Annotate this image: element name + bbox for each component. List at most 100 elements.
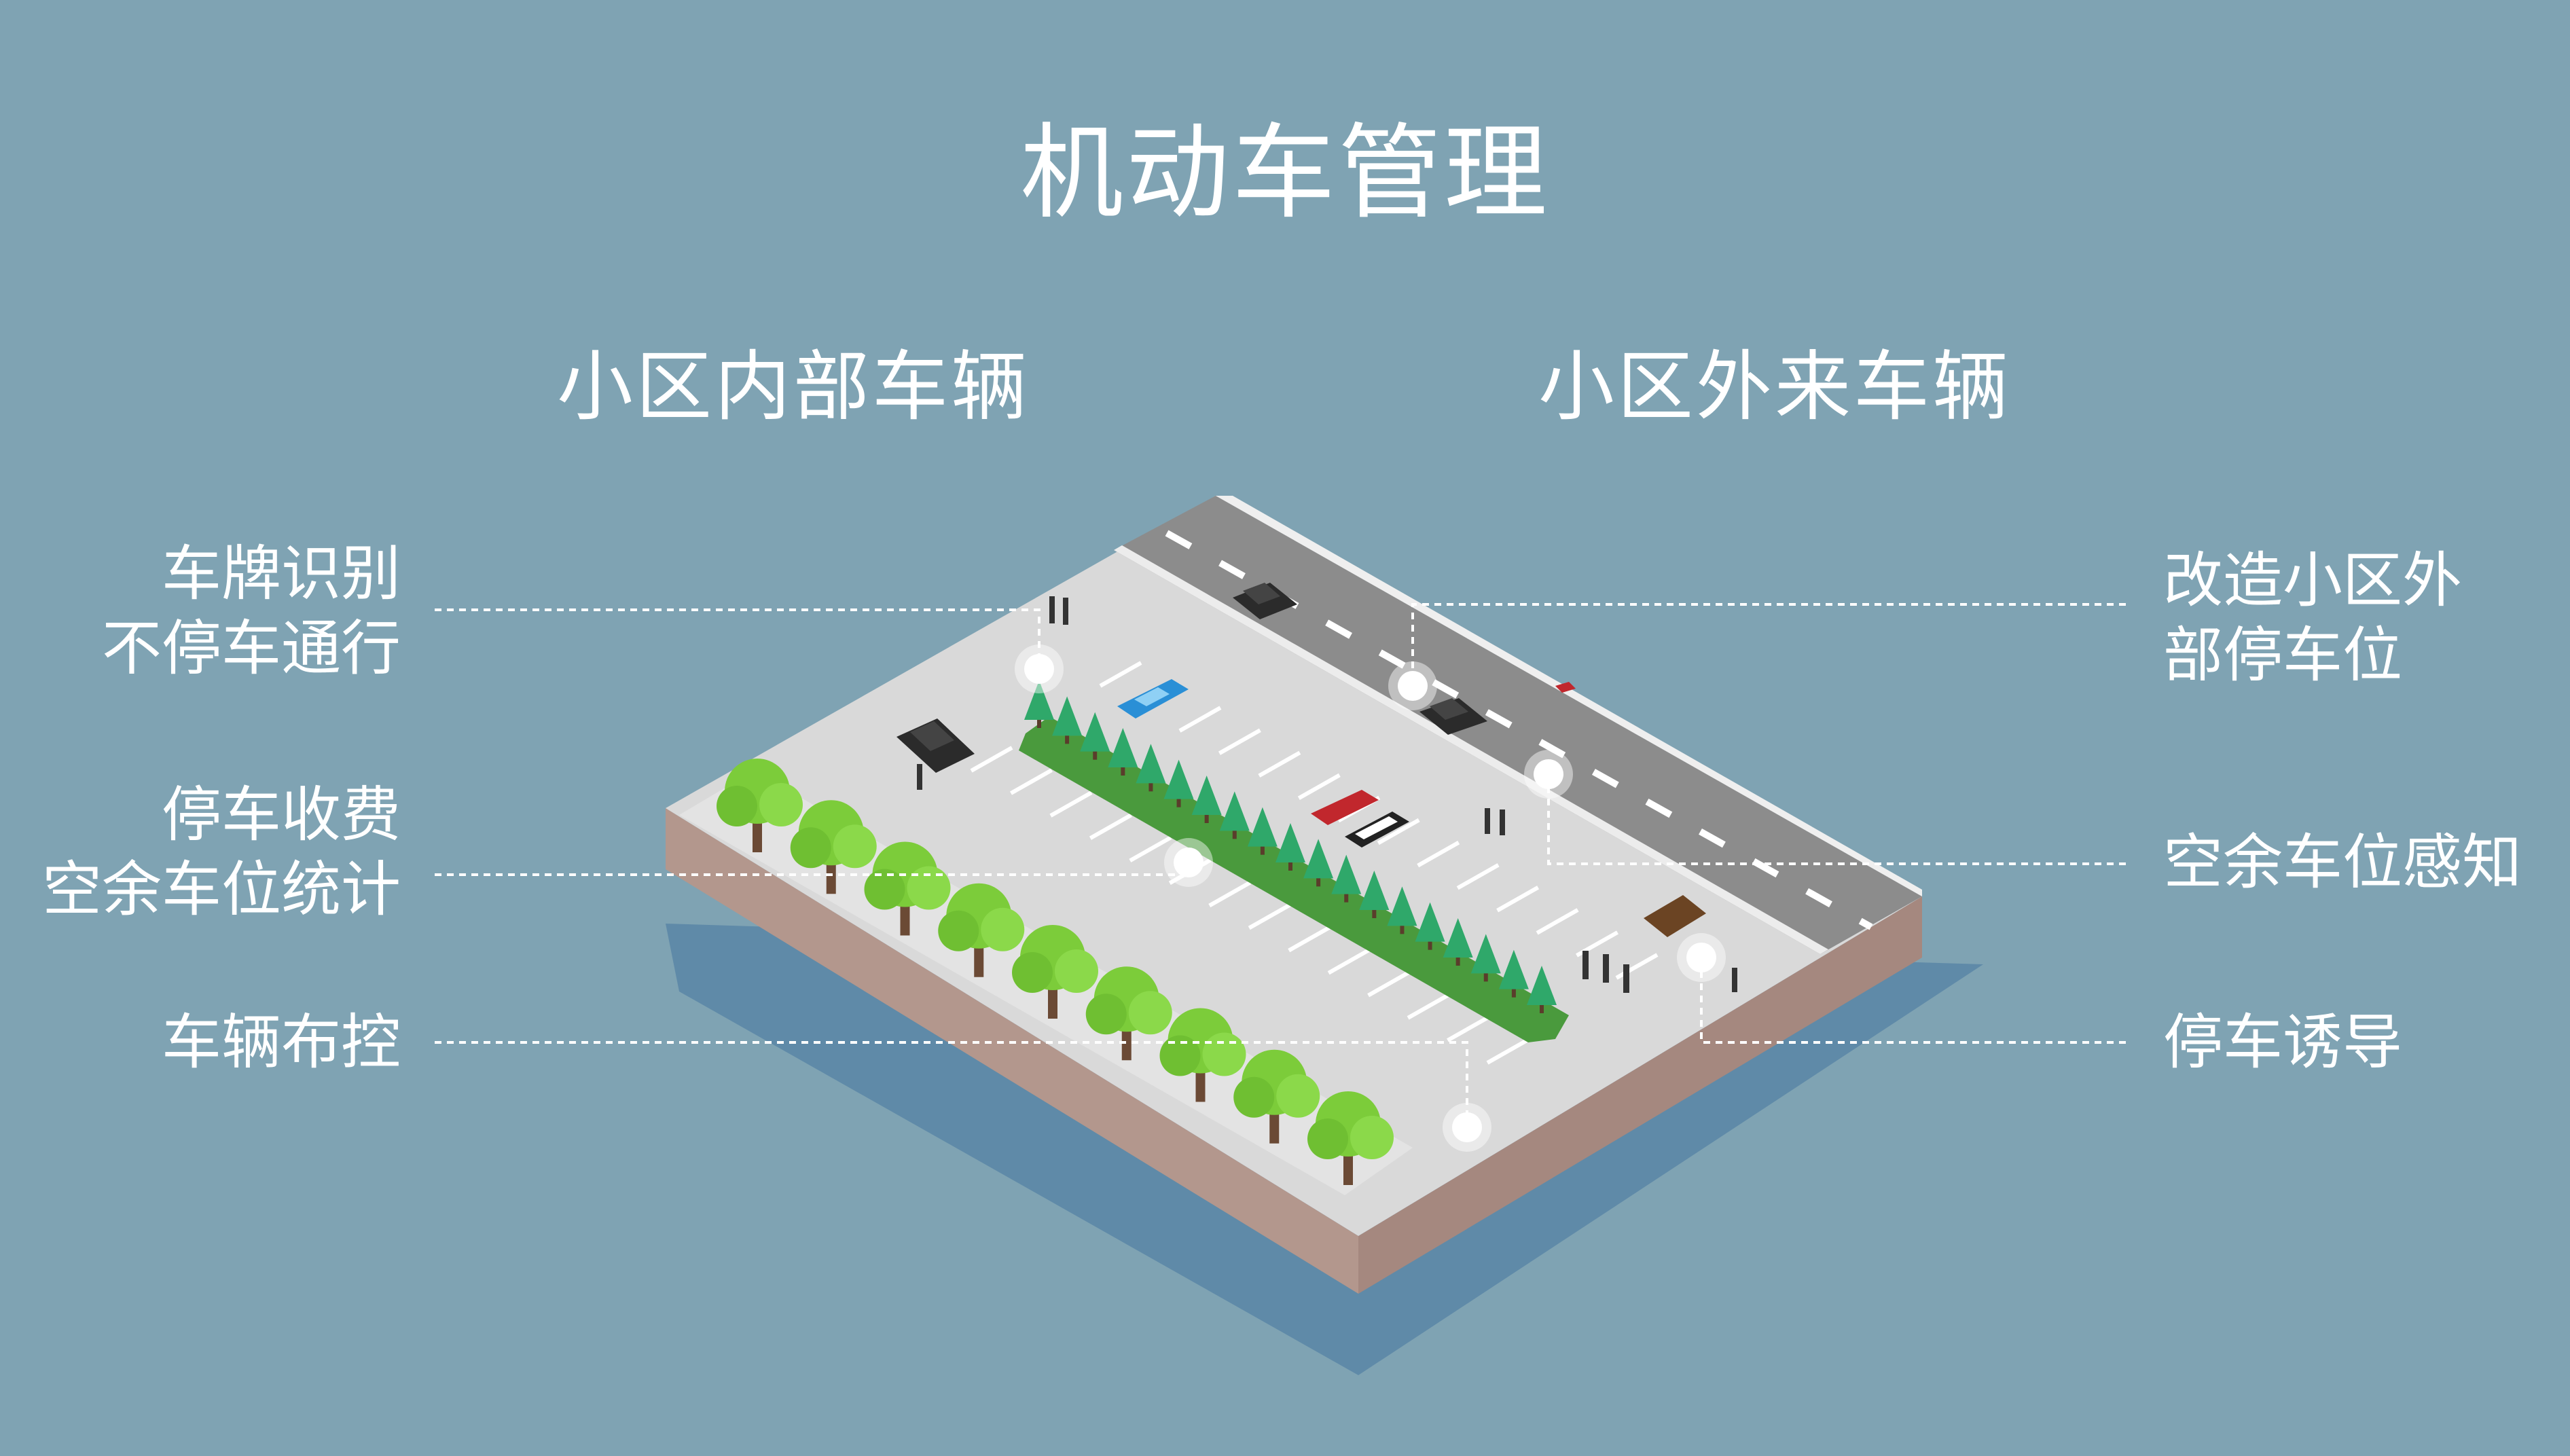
- tree-canopy: [790, 827, 831, 869]
- pine-trunk: [1483, 973, 1488, 982]
- hotspot-dot: [1398, 671, 1428, 701]
- pine-tree: [1275, 823, 1305, 862]
- pine-trunk: [1037, 720, 1041, 728]
- pine-tree: [1498, 949, 1529, 989]
- feature-vehicle-control: 车辆布控: [162, 1005, 401, 1080]
- ground-side-right: [1358, 896, 1922, 1294]
- pine-tree: [1247, 807, 1278, 847]
- feature-parking-fee-line2: 空余车位统计: [41, 854, 401, 924]
- column-title-external-vehicles: 小区外来车辆: [1538, 343, 2011, 431]
- pine-trunk: [1121, 767, 1125, 776]
- street-tree-row: [717, 759, 1394, 1185]
- stall-line: [1367, 970, 1411, 998]
- tree-canopy: [1233, 1076, 1275, 1118]
- stall-line: [1407, 993, 1450, 1020]
- pine-trunk: [1065, 735, 1070, 744]
- feature-vacancy-sensing: 空余车位感知: [2163, 825, 2522, 900]
- pine-tree: [1359, 871, 1390, 910]
- stall-line: [1288, 926, 1331, 953]
- stall-line: [1496, 886, 1540, 913]
- pine-trunk: [1288, 862, 1292, 871]
- pedestrian-group: [917, 596, 1737, 993]
- tree-canopy: [1085, 994, 1127, 1035]
- pine-tree: [1080, 712, 1110, 752]
- tree-canopy: [1055, 949, 1098, 993]
- pine-tree: [1136, 744, 1166, 784]
- pine-tree: [1163, 759, 1194, 799]
- pine-tree: [1415, 902, 1445, 942]
- stall-line: [1099, 661, 1142, 688]
- tree-canopy: [864, 869, 905, 910]
- pine-tree: [1331, 854, 1362, 894]
- stall-line: [1009, 768, 1053, 795]
- stall-line: [1089, 813, 1132, 840]
- sensor-hotspots: [1015, 644, 1726, 1152]
- column-title-internal-vehicles: 小区内部车辆: [557, 343, 1030, 431]
- tree-canopy: [1307, 1118, 1348, 1159]
- pine-trunk: [1260, 846, 1265, 855]
- pine-trunk: [1511, 989, 1516, 998]
- pine-tree: [1527, 966, 1557, 1005]
- car-red-road: [1555, 682, 1576, 693]
- pine-tree: [1024, 680, 1054, 720]
- pine-trunk: [1540, 1005, 1544, 1013]
- car-brown-lot: [1644, 895, 1706, 937]
- pine-trunk: [1204, 815, 1209, 823]
- curb-left: [1114, 545, 1828, 954]
- feature-vehicle-control-line1: 车辆布控: [161, 1007, 401, 1077]
- stall-line: [1218, 728, 1261, 755]
- pine-tree: [1303, 839, 1334, 879]
- pine-tree: [1219, 791, 1250, 831]
- tree-canopy: [907, 866, 951, 910]
- hotspot-dot: [1174, 848, 1203, 877]
- hotspot-dot: [1686, 943, 1716, 972]
- feature-plate-recognition-line2: 不停车通行: [101, 613, 401, 683]
- stall-line: [1297, 773, 1341, 800]
- car-black-road-1: [1233, 583, 1297, 619]
- hotspot-dot: [1534, 759, 1563, 789]
- pine-tree-row: [1024, 680, 1557, 1013]
- feature-external-parking-retrofit-line1: 改造小区外: [2163, 545, 2463, 615]
- road-edge: [1216, 496, 1922, 896]
- pine-trunk: [1316, 878, 1321, 887]
- tree-canopy: [1128, 991, 1172, 1035]
- central-planter: [1019, 680, 1569, 1042]
- feature-plate-recognition-line1: 车牌识别: [161, 539, 401, 608]
- hotspot-dot: [1452, 1112, 1482, 1142]
- page-title: 机动车管理: [1020, 113, 1550, 233]
- pine-trunk: [1455, 958, 1460, 966]
- stall-line: [1178, 706, 1222, 733]
- stall-line: [1049, 790, 1093, 818]
- stall-line: [1208, 880, 1252, 908]
- tree-canopy: [1202, 1032, 1246, 1076]
- tree-canopy: [833, 824, 877, 869]
- feature-plate-recognition: 车牌识别 不停车通行: [102, 536, 401, 686]
- car-black-lot: [897, 718, 975, 773]
- stall-line: [1258, 750, 1301, 778]
- car-police-parked: [1345, 812, 1409, 848]
- stall-line: [970, 746, 1013, 773]
- stall-line: [1129, 835, 1172, 862]
- pine-trunk: [1400, 926, 1405, 934]
- pine-trunk: [1232, 831, 1237, 839]
- car-blue-parked: [1117, 679, 1189, 718]
- feature-parking-guidance-line1: 停车诱导: [2163, 1007, 2403, 1077]
- car-black-road-2: [1419, 698, 1487, 735]
- feature-external-parking-retrofit: 改造小区外 部停车位: [2163, 543, 2462, 693]
- pine-trunk: [1428, 941, 1432, 950]
- feature-external-parking-retrofit-line2: 部停车位: [2163, 620, 2403, 690]
- pine-trunk: [1344, 894, 1349, 903]
- tree-canopy: [1159, 1035, 1201, 1076]
- feature-vacancy-sensing-line1: 空余车位感知: [2163, 827, 2522, 897]
- pine-tree: [1443, 918, 1473, 958]
- stall-line: [1417, 841, 1460, 868]
- stall-line: [1377, 818, 1420, 845]
- tree-canopy: [1012, 952, 1053, 993]
- pine-tree: [1052, 696, 1083, 736]
- car-red-parked: [1311, 790, 1379, 825]
- tree-canopy: [759, 783, 803, 826]
- ground-side-left: [666, 808, 1358, 1294]
- tree-canopy: [1350, 1116, 1394, 1159]
- pine-tree: [1191, 776, 1222, 815]
